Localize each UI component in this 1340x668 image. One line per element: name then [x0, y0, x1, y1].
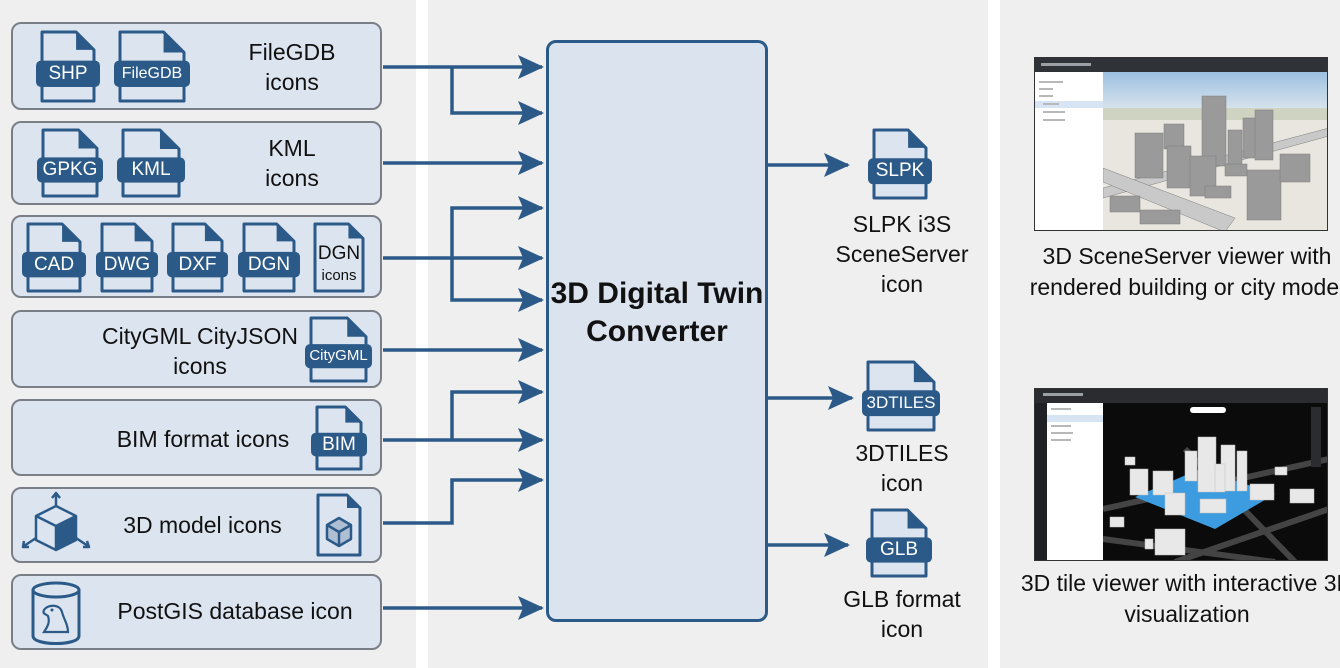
arrow-cad-1	[450, 196, 544, 258]
glb-label: GLB format icon	[843, 586, 961, 642]
filegdb-label: FileGDB icons	[248, 39, 336, 95]
postgis-label: PostGIS database icon	[117, 598, 353, 624]
sceneserver-viewer-screenshot	[1034, 57, 1328, 231]
3d-model-file-icon	[316, 493, 362, 557]
dwg-file-icon: DWG	[96, 222, 158, 293]
slpk-label: SLPK i3S SceneServer icon	[835, 211, 969, 297]
3d-tile-viewer-caption: 3D tile viewer with interactive 3D visua…	[1020, 570, 1340, 627]
3dtiles-file-icon: 3DTILES	[862, 360, 940, 432]
cad-file-icon: CAD	[22, 222, 86, 293]
dgn-file-icon: DGN	[238, 222, 300, 293]
citygml-label: CityGML CityJSON icons	[102, 323, 298, 379]
glb-file-icon: GLB	[866, 508, 932, 578]
3d-cube-axes-icon	[21, 491, 91, 552]
slpk-file-icon: SLPK	[868, 128, 932, 200]
3d-model-label: 3D model icons	[123, 512, 282, 538]
sceneserver-viewer-caption: 3D SceneServer viewer with rendered buil…	[1029, 243, 1340, 300]
citygml-file-icon: CityGML	[305, 316, 372, 383]
postgis-database-icon	[31, 581, 81, 645]
converter-box: 3D Digital Twin Converter	[546, 40, 768, 622]
filegdb-file-icon: FileGDB	[114, 30, 190, 103]
3d-tile-viewer-screenshot	[1034, 388, 1328, 561]
arrow-filegdb-2	[450, 67, 544, 125]
arrow-3d-model	[383, 468, 544, 525]
bim-label: BIM format icons	[116, 426, 290, 452]
gpkg-file-icon: GPKG	[37, 128, 103, 198]
dxf-file-icon: DXF	[167, 222, 228, 293]
dgn-icons-file-icon: DGN icons	[313, 222, 365, 293]
kml-file-icon: KML	[117, 128, 185, 198]
converter-title: 3D Digital Twin Converter	[550, 277, 764, 348]
arrow-bim-1	[450, 380, 544, 440]
shp-file-icon: SHP	[36, 30, 100, 103]
3dtiles-label: 3DTILES icon	[855, 440, 949, 496]
kml-label: KML icons	[265, 135, 319, 191]
arrow-cad-3	[450, 258, 544, 312]
bim-file-icon: BIM	[311, 405, 367, 471]
